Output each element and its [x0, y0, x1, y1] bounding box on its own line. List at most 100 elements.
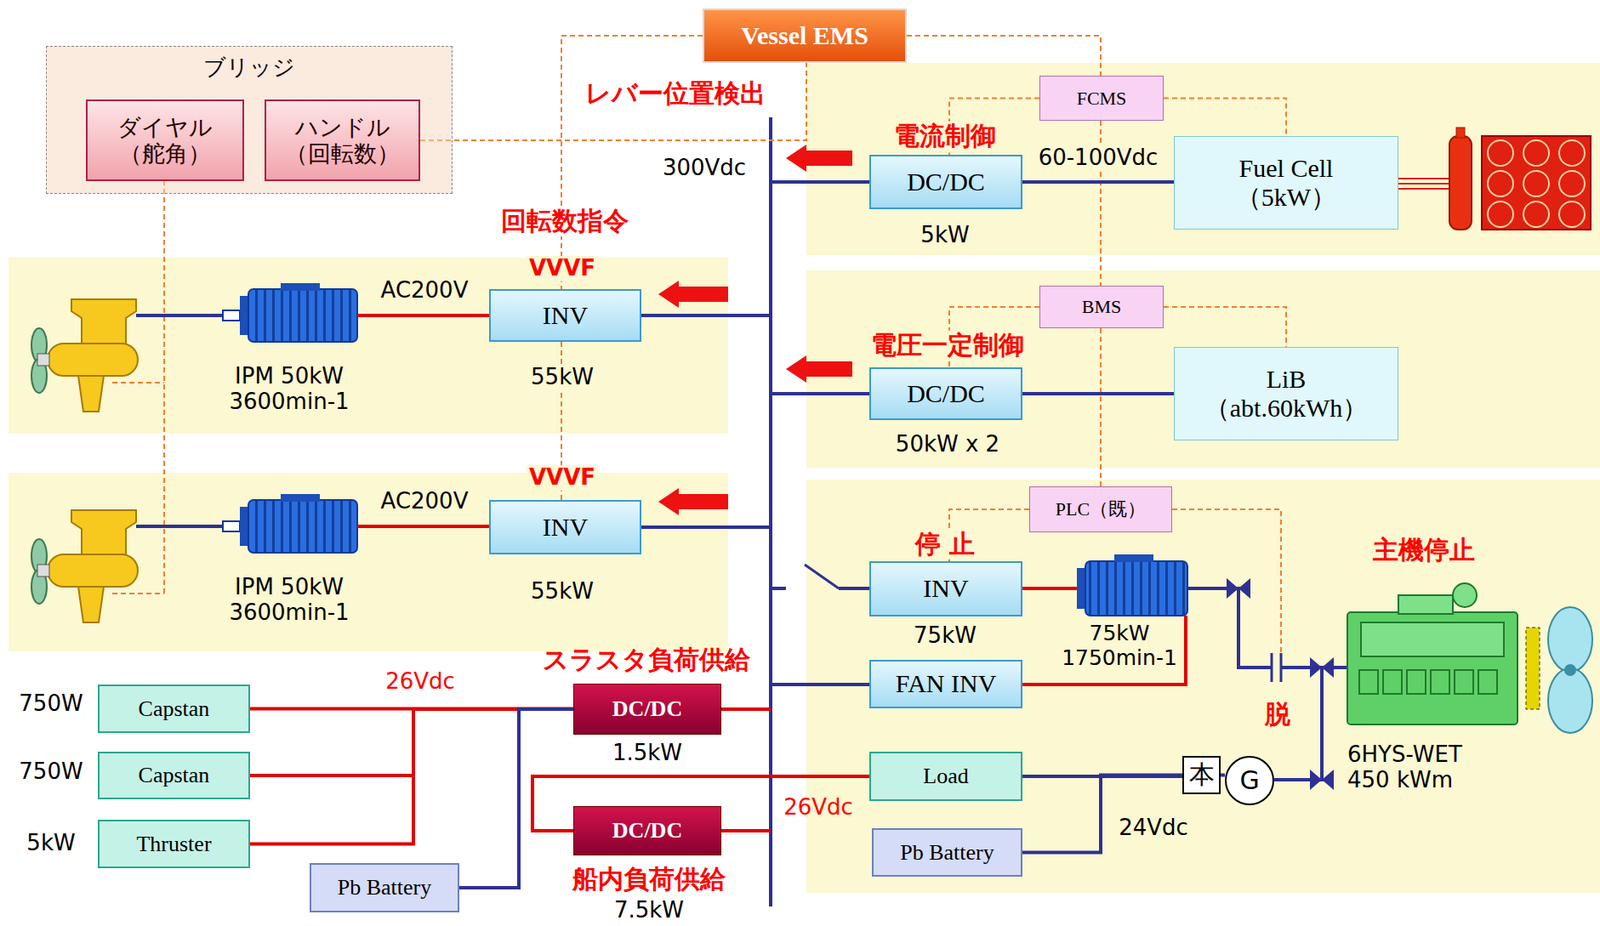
dc-bus	[641, 525, 771, 530]
annotation-text: 主機停止	[1370, 535, 1478, 566]
auxiliary-motor	[1022, 554, 1188, 685]
hydrogen-storage	[1481, 136, 1591, 230]
generator-circle: G	[1224, 756, 1275, 806]
box-label: Load	[922, 763, 968, 790]
load-box: Load	[869, 751, 1023, 802]
zone-band	[806, 479, 1600, 894]
hydrogen-storage	[1398, 187, 1450, 190]
annotation-text: 26Vdc	[780, 795, 856, 821]
annotation-text: レバー位置検出	[582, 79, 769, 109]
main-engine	[1548, 607, 1593, 672]
connector-line	[250, 709, 574, 845]
hydrogen-storage	[1398, 127, 1591, 230]
shaft-coupling	[1321, 769, 1334, 791]
annotation-text: IPM 50kW 3600min-1	[193, 575, 386, 627]
main-engine	[1525, 627, 1540, 710]
hydrogen-storage	[1523, 201, 1549, 228]
annotation-text: スラスタ負荷供給	[540, 645, 753, 676]
propulsion-drive	[280, 283, 320, 291]
auxiliary-motor	[1085, 561, 1188, 616]
annotation-text: IPM 50kW 3600min-1	[193, 364, 386, 416]
zone-band	[806, 62, 1600, 256]
box-label: DC/DC	[612, 818, 683, 844]
box-label: Fuel Cell （5kW）	[1191, 153, 1381, 213]
annotation-text: 75kW 1750min-1	[1057, 621, 1182, 672]
power-flow-arrow	[785, 355, 853, 383]
annotation-text: 75kW	[911, 623, 980, 650]
power-flow-arrow	[658, 280, 729, 308]
hydrogen-storage	[1487, 170, 1514, 197]
box-label: Vessel EMS	[740, 21, 869, 52]
controller-box: BMS	[1039, 285, 1164, 329]
connector-line	[420, 62, 807, 141]
box-label: INV	[542, 301, 588, 331]
clutch-gap	[1272, 663, 1281, 672]
annotation-text: 24Vdc	[1116, 815, 1191, 842]
converter-box: DC/DC	[869, 154, 1023, 210]
box-label: INV	[542, 512, 588, 543]
hydrogen-storage	[1487, 201, 1514, 228]
annotation-text: 26Vdc	[382, 669, 458, 695]
hydrogen-storage	[1487, 140, 1514, 166]
main-engine	[1478, 670, 1498, 695]
symbol-box: 本	[1182, 756, 1221, 795]
box-label: BMS	[1081, 296, 1122, 318]
main-engine	[1347, 583, 1593, 734]
auxiliary-motor	[1114, 554, 1154, 563]
annotation-text: 船内負荷供給	[569, 865, 729, 895]
box-label: LiB （abt.60kWh）	[1191, 364, 1381, 424]
power-flow-arrow	[658, 144, 853, 516]
shaft-coupling	[1226, 578, 1239, 599]
main-engine	[1359, 670, 1498, 695]
dc-bus	[641, 313, 771, 318]
auxiliary-motor	[1022, 586, 1077, 591]
converter-box: DC/DC	[869, 367, 1023, 421]
main-engine	[1406, 670, 1426, 695]
zone-band	[8, 257, 729, 434]
source-box: Fuel Cell （5kW）	[1173, 136, 1399, 230]
shaft-line	[1187, 588, 1348, 668]
control-dial: ハンドル （回転数）	[264, 99, 421, 182]
main-engine	[1454, 670, 1474, 695]
annotation-text: 5kW	[23, 831, 78, 857]
hydrogen-storage	[1559, 140, 1585, 166]
converter-box: INV	[489, 289, 642, 342]
ems-box: Vessel EMS	[702, 8, 907, 63]
box-label: G	[1239, 766, 1259, 797]
propulsion-drive	[357, 313, 490, 318]
box-label: DC/DC	[612, 696, 683, 723]
box-label: ブリッジ	[53, 55, 445, 81]
box-label: ハンドル （回転数）	[273, 113, 412, 167]
control-dashed-line	[1172, 509, 1282, 655]
hydrogen-storage	[1559, 170, 1585, 197]
box-label: PLC（既）	[1055, 498, 1146, 520]
power-flow-arrow	[658, 488, 729, 516]
main-engine	[1430, 670, 1450, 695]
dc-bus	[770, 683, 870, 687]
load-box: Capstan	[97, 684, 251, 734]
battery-box: Pb Battery	[871, 828, 1023, 877]
low-voltage-tap	[721, 707, 771, 712]
converter-box: INV	[869, 561, 1023, 617]
main-engine	[1360, 622, 1504, 657]
annotation-text: 750W	[16, 691, 86, 718]
box-label: Pb Battery	[337, 875, 433, 901]
annotation-text: VVVF	[526, 465, 598, 491]
low-voltage-tap	[721, 829, 771, 833]
box-label: INV	[922, 574, 968, 604]
annotation-text: 55kW	[528, 579, 597, 605]
connector-line	[1099, 328, 1102, 487]
source-box: LiB （abt.60kWh）	[1173, 347, 1399, 441]
main-engine	[1383, 670, 1402, 695]
main-engine	[1347, 612, 1518, 725]
box-label: DC/DC	[906, 167, 986, 198]
clutch	[1280, 653, 1283, 683]
box-label: Pb Battery	[899, 840, 995, 866]
auxiliary-motor	[1022, 615, 1186, 685]
annotation-text: 1.5kW	[609, 740, 685, 767]
box-label: 本	[1189, 760, 1215, 791]
dc-bus	[838, 586, 870, 591]
shaft-coupling	[1309, 657, 1322, 678]
propulsion-drive	[248, 289, 358, 342]
